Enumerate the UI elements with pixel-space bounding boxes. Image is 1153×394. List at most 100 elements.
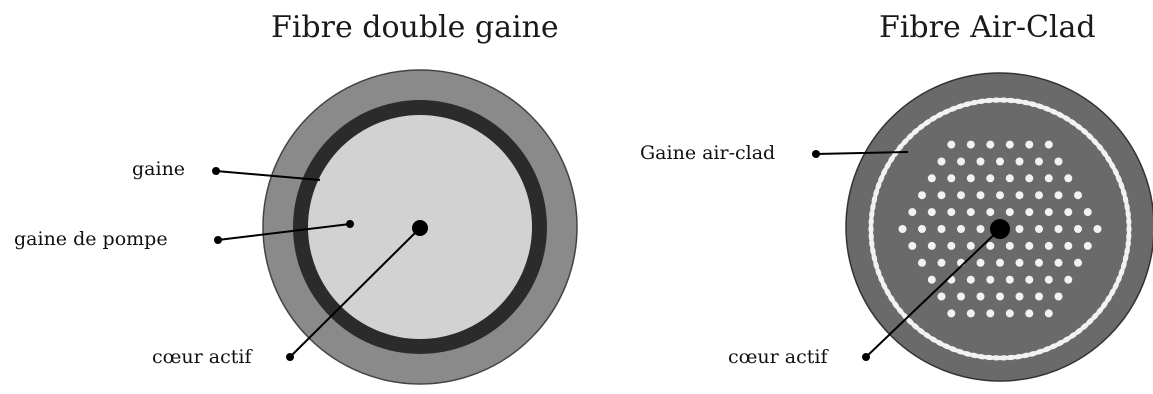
air-hole	[1126, 216, 1132, 227]
lattice-hole	[966, 208, 975, 217]
title-double-clad: Fibre double gaine	[271, 10, 559, 45]
lattice-hole	[976, 225, 985, 233]
air-hole-lattice	[898, 140, 1102, 318]
lattice-hole	[937, 225, 946, 233]
lattice-hole	[1035, 191, 1043, 200]
lattice-hole	[1005, 309, 1014, 318]
lattice-hole	[986, 140, 995, 149]
lattice-hole	[1044, 140, 1053, 149]
lattice-hole	[966, 275, 975, 284]
leader-dots-left	[212, 167, 354, 361]
lattice-hole	[1025, 174, 1034, 183]
lattice-hole	[937, 292, 946, 301]
lattice-hole	[996, 191, 1004, 200]
air-hole	[868, 223, 874, 235]
leader-dot	[214, 236, 222, 244]
air-hole	[868, 231, 874, 242]
leader-dot	[812, 150, 820, 158]
lattice-hole	[986, 241, 995, 250]
lattice-hole	[966, 309, 975, 318]
lattice-hole	[1074, 225, 1082, 233]
air-hole	[998, 97, 1009, 103]
lattice-hole	[1044, 241, 1053, 250]
leader-dot	[862, 353, 870, 361]
lattice-hole	[1054, 258, 1063, 267]
air-hole	[868, 216, 874, 227]
lattice-hole	[996, 292, 1004, 301]
leader-gaine-air	[815, 151, 909, 155]
lattice-hole	[1015, 225, 1024, 233]
lattice-hole	[1054, 225, 1063, 233]
air-hole	[1126, 223, 1132, 235]
lattice-hole	[908, 208, 917, 217]
lattice-hole	[937, 258, 946, 267]
lattice-hole	[918, 191, 926, 200]
lattice-hole	[937, 191, 946, 200]
lattice-hole	[1005, 140, 1014, 149]
lattice-hole	[908, 241, 917, 250]
air-hole	[983, 354, 995, 361]
lattice-hole	[976, 258, 985, 267]
lattice-hole	[1064, 208, 1073, 217]
air-hole	[991, 97, 1002, 103]
title-air-clad: Fibre Air-Clad	[879, 10, 1096, 45]
lattice-hole	[1005, 275, 1014, 284]
lattice-hole	[1035, 157, 1043, 166]
lattice-hole	[1005, 208, 1014, 217]
lattice-hole	[986, 275, 995, 284]
label-gaine: gaine	[132, 158, 186, 180]
lattice-hole	[986, 174, 995, 183]
leader-dot	[346, 220, 354, 228]
lattice-hole	[976, 191, 985, 200]
lattice-hole	[927, 208, 936, 217]
lattice-hole	[947, 309, 956, 318]
lattice-hole	[996, 258, 1004, 267]
lattice-hole	[1015, 258, 1024, 267]
leader-dot	[286, 353, 294, 361]
leader-dot	[212, 167, 220, 175]
leader-gaine	[215, 170, 321, 181]
lattice-hole	[1054, 157, 1063, 166]
lattice-hole	[1054, 191, 1063, 200]
lattice-hole	[1044, 275, 1053, 284]
lattice-hole	[1054, 292, 1063, 301]
leader-coeur-right	[865, 228, 1001, 358]
lattice-hole	[1064, 275, 1073, 284]
lattice-hole	[1074, 191, 1082, 200]
label-gaine-de-pompe: gaine de pompe	[14, 228, 168, 250]
lattice-hole	[927, 174, 936, 183]
leader-lines-right	[815, 151, 1001, 358]
lattice-hole	[996, 157, 1004, 166]
lattice-hole	[1074, 258, 1082, 267]
air-clad-fiber	[845, 72, 1153, 382]
lattice-hole	[957, 191, 965, 200]
lattice-hole	[947, 208, 956, 217]
lattice-hole	[1083, 208, 1092, 217]
label-coeur-actif-left: cœur actif	[152, 346, 252, 368]
lattice-hole	[1005, 174, 1014, 183]
air-hole-ring	[868, 97, 1132, 361]
lattice-hole	[1044, 309, 1053, 318]
lattice-hole	[1064, 241, 1073, 250]
lattice-hole	[957, 225, 965, 233]
lattice-hole	[927, 241, 936, 250]
lattice-hole	[898, 225, 907, 233]
air-hole	[991, 355, 1002, 361]
lattice-hole	[937, 157, 946, 166]
lattice-hole	[1025, 208, 1034, 217]
lattice-hole	[1083, 241, 1092, 250]
lattice-hole	[1093, 225, 1102, 233]
lattice-hole	[966, 140, 975, 149]
lattice-hole	[918, 258, 926, 267]
lattice-hole	[966, 241, 975, 250]
lattice-hole	[957, 292, 965, 301]
lattice-hole	[966, 174, 975, 183]
lattice-hole	[986, 309, 995, 318]
lattice-hole	[947, 241, 956, 250]
lattice-hole	[976, 292, 985, 301]
air-hole	[1126, 231, 1132, 242]
leader-lines-left	[215, 170, 421, 358]
lattice-hole	[986, 208, 995, 217]
lattice-hole	[1064, 174, 1073, 183]
